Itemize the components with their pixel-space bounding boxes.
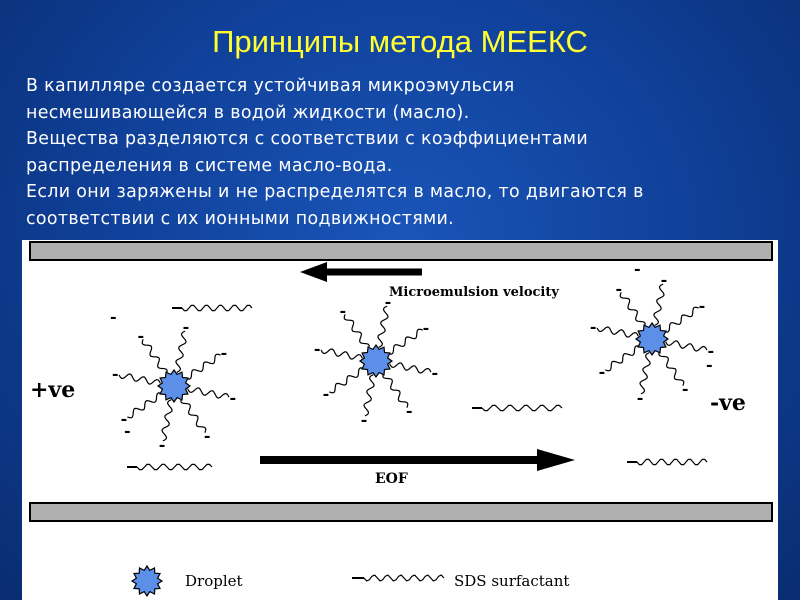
charge-sign: - [682, 379, 689, 398]
body-line-6: соответствии с их ионными подвижностями. [26, 208, 455, 229]
surfactant-tail [636, 458, 708, 466]
droplet-group: ------------------------ [112, 270, 714, 454]
charge-sign: - [183, 317, 190, 336]
meeks-diagram: Microemulsion velocity EOF +ve -ve -----… [22, 240, 778, 600]
positive-electrode-label: +ve [30, 377, 75, 403]
charge-sign: - [699, 296, 706, 315]
eof-arrow [260, 449, 575, 471]
charge-sign: - [314, 339, 321, 358]
droplet-core [358, 343, 394, 379]
charge-sign: - [423, 318, 430, 337]
surfactant-tail [663, 306, 699, 333]
slide-body-text: В капилляре создается устойчивая микроэм… [26, 73, 796, 233]
charge-sign: - [707, 341, 714, 360]
free-surfactant-group [127, 304, 708, 471]
surfactant-tail [343, 314, 370, 350]
negative-electrode-label: -ve [710, 390, 746, 416]
capillary-bottom-wall [29, 502, 773, 522]
surfactant-tail [658, 350, 685, 386]
droplet-core [634, 321, 670, 357]
charge-sign: - [112, 364, 119, 383]
surfactant-tail [653, 283, 665, 326]
charge-sign: - [706, 355, 713, 374]
surfactant-tail [382, 372, 409, 408]
charge-sign: - [159, 435, 166, 454]
charge-sign: - [339, 301, 346, 320]
body-line-3: Вещества разделяются с соответствии с ко… [26, 129, 589, 150]
charge-sign: - [323, 384, 330, 403]
charge-sign: - [110, 307, 117, 326]
surfactant-tail [118, 373, 161, 385]
surfactant-tail [639, 352, 651, 395]
charge-sign: - [615, 279, 622, 298]
charge-sign: - [634, 259, 641, 278]
charge-sign: - [661, 270, 668, 289]
surfactant-tail [175, 330, 187, 373]
surfactant-tail [161, 399, 173, 442]
droplet: -------- [590, 270, 714, 407]
body-line-4: распределения в системе масло-вода. [26, 155, 393, 176]
droplet: -------- [314, 292, 438, 429]
legend-droplet-icon [130, 564, 164, 598]
diagram-svg: Microemulsion velocity EOF +ve -ve -----… [29, 241, 773, 598]
surfactant-tail [141, 339, 168, 375]
charge-sign: - [204, 426, 211, 445]
charge-sign: - [599, 362, 606, 381]
droplet-core [156, 368, 192, 404]
microemulsion-velocity-label: Microemulsion velocity [389, 285, 559, 300]
capillary-top-wall [29, 241, 773, 261]
charge-group: ---- [110, 259, 713, 440]
body-line-1: В капилляре создается устойчивая микроэм… [26, 76, 515, 96]
charge-sign: - [637, 388, 644, 407]
legend-droplet-label: Droplet [185, 572, 243, 590]
surfactant-tail [619, 292, 646, 328]
surfactant-tail [180, 397, 207, 433]
charge-sign: - [229, 388, 236, 407]
droplet: -------- [112, 317, 236, 454]
slide-title: Принципы метода МЕЕКС [212, 24, 588, 59]
legend: Droplet SDS surfactant [130, 564, 569, 598]
surfactant-tail [481, 404, 563, 412]
surfactant-tail [136, 463, 213, 471]
legend-surfactant-icon [352, 574, 445, 582]
charge-sign: - [361, 410, 368, 429]
charge-sign: - [121, 409, 128, 428]
body-line-5: Если они заряжены и не распределятся в м… [26, 182, 644, 203]
legend-surfactant-label: SDS surfactant [454, 572, 569, 590]
surfactant-tail [387, 328, 423, 355]
surfactant-tail [605, 345, 641, 372]
charge-sign: - [590, 317, 597, 336]
surfactant-tail [181, 304, 253, 312]
microemulsion-velocity-arrow [300, 262, 422, 282]
surfactant-tail [329, 367, 365, 394]
charge-sign: - [137, 326, 144, 345]
surfactant-tail [596, 326, 639, 338]
surfactant-tail [389, 362, 432, 374]
body-line-2: несмешивающейся в водой жидкости (масло)… [26, 102, 470, 123]
surfactant-tail [363, 374, 375, 417]
droplet-core [130, 564, 164, 598]
charge-sign: - [221, 343, 228, 362]
eof-label: EOF [375, 471, 408, 487]
charge-sign: - [124, 421, 131, 440]
charge-sign: - [431, 363, 438, 382]
surfactant-tail [187, 387, 230, 399]
charge-sign: - [385, 292, 392, 311]
charge-sign: - [406, 401, 413, 420]
surfactant-tail [363, 574, 445, 582]
surfactant-tail [127, 392, 163, 419]
surfactant-tail [377, 305, 389, 348]
surfactant-tail [320, 348, 363, 360]
surfactant-tail [665, 340, 708, 352]
surfactant-tail [185, 353, 221, 380]
